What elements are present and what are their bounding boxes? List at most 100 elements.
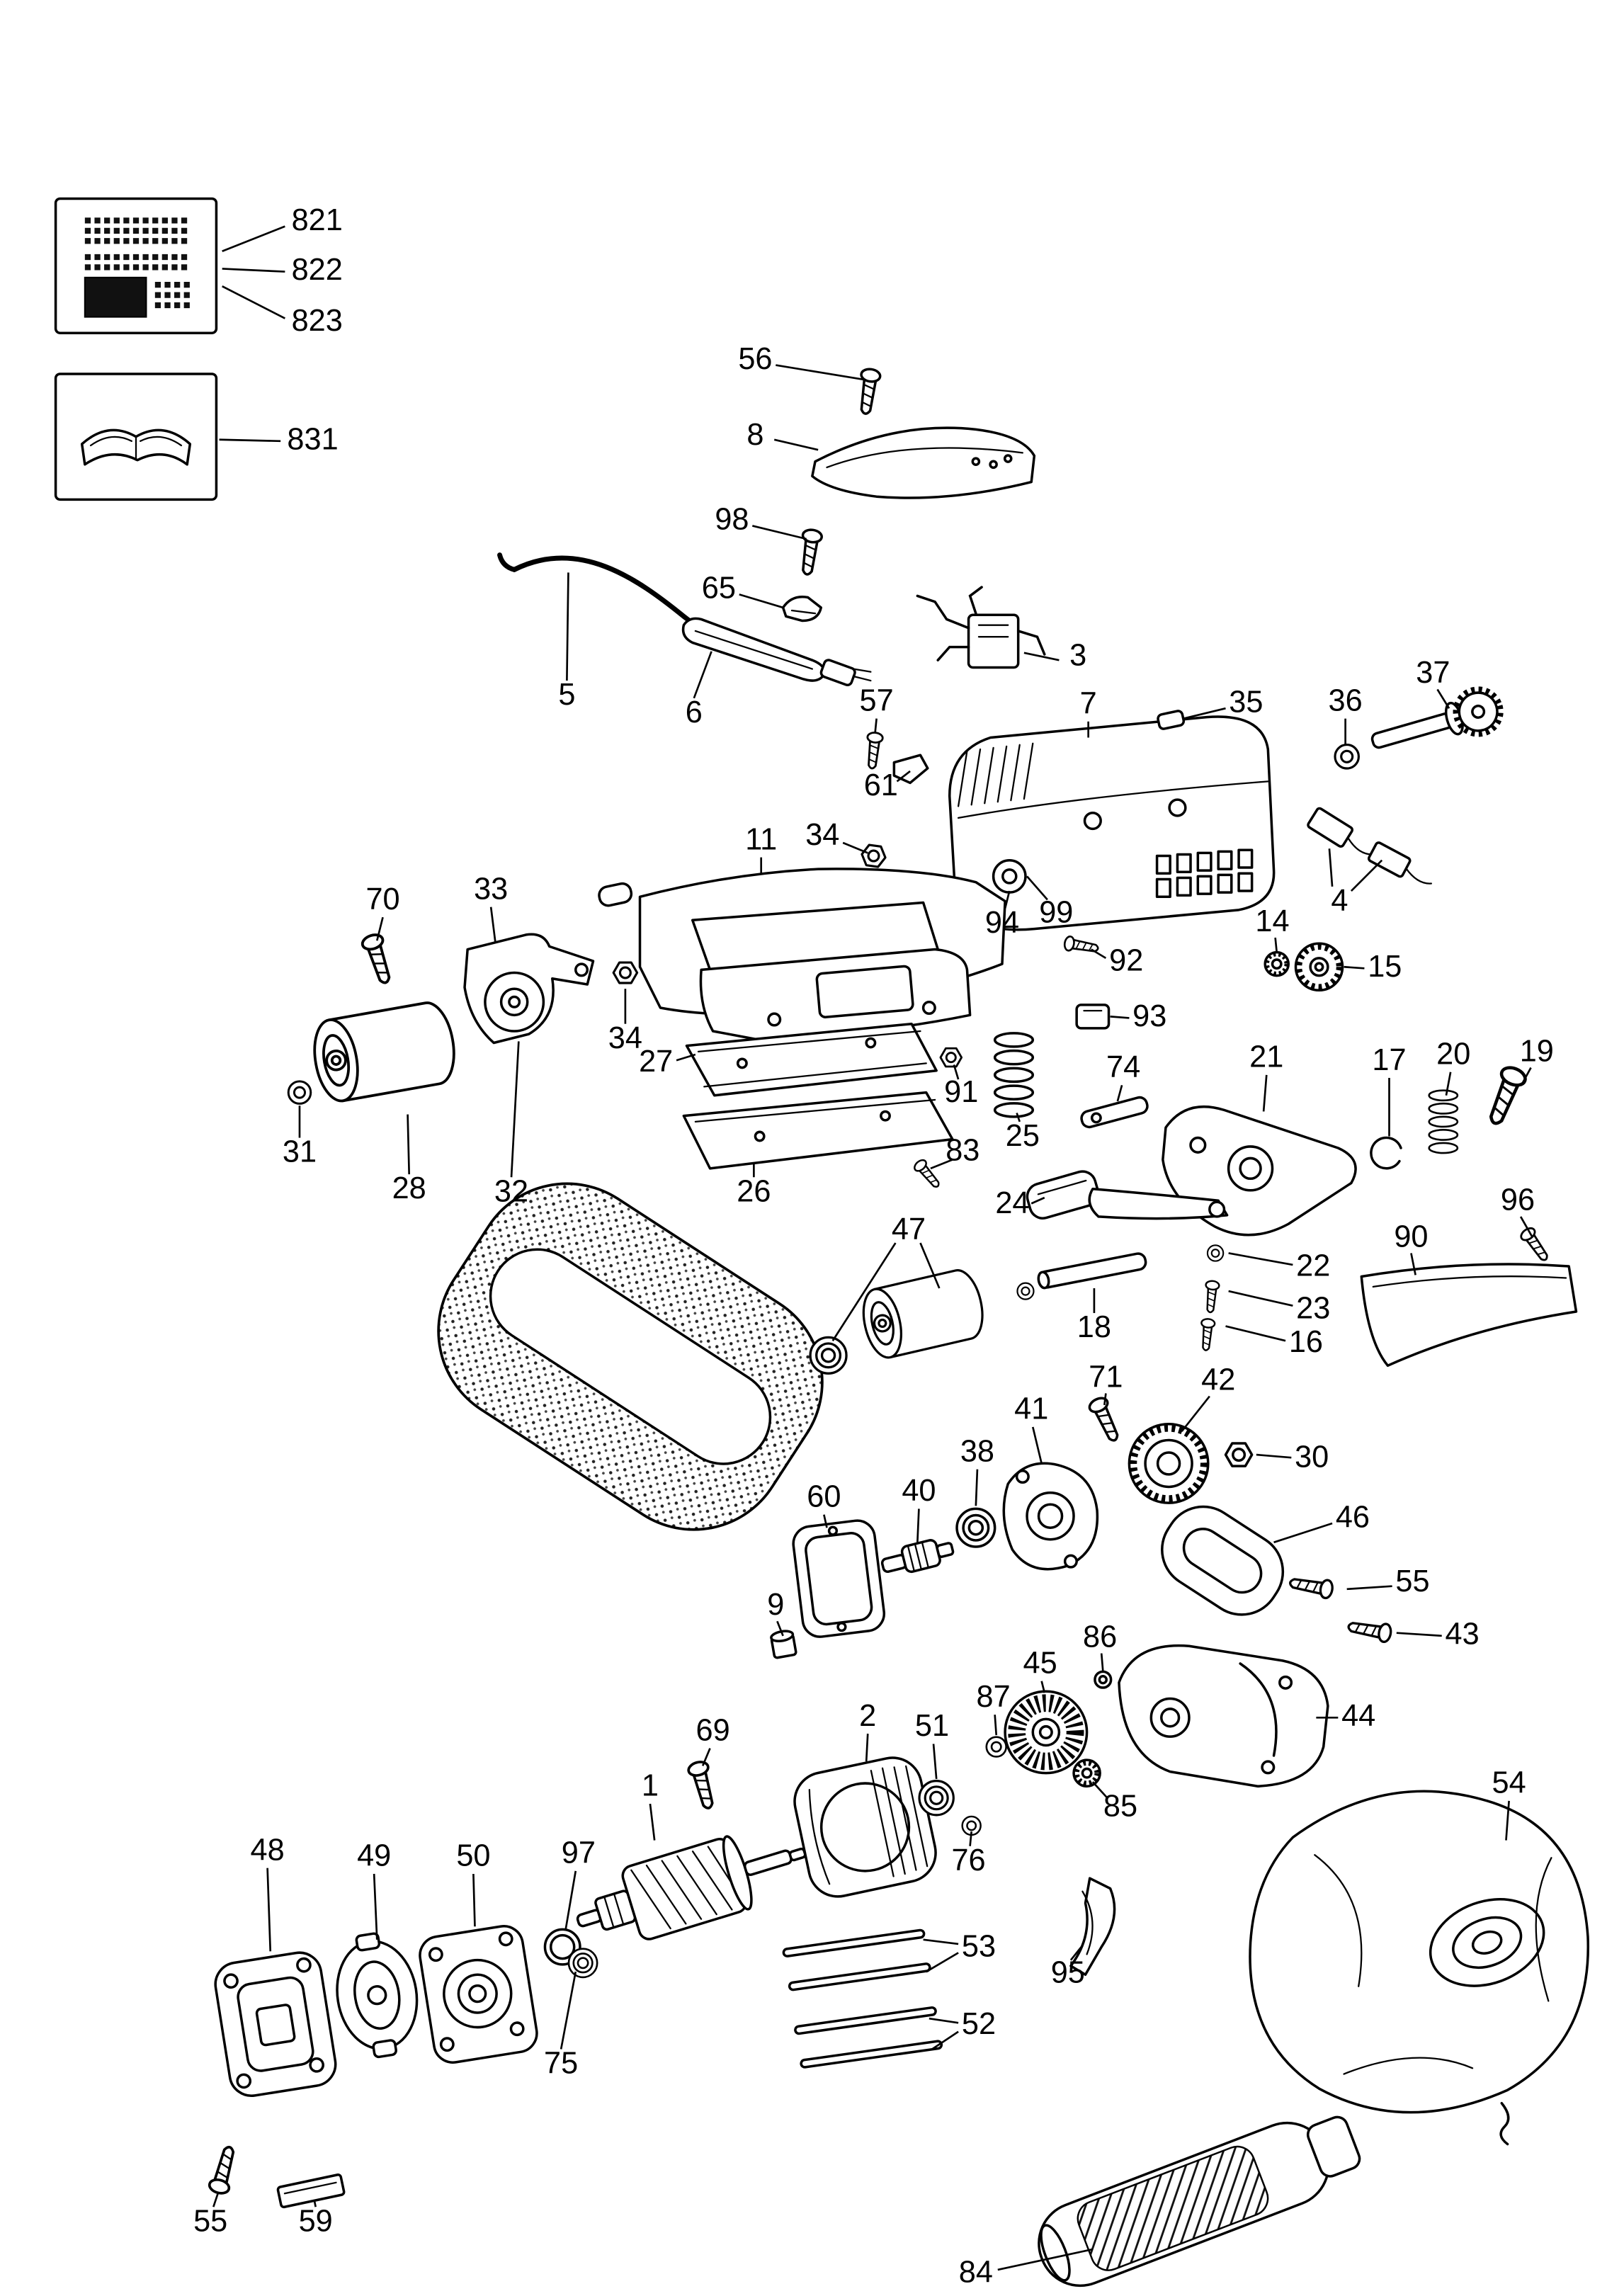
leader-line <box>969 1831 973 1846</box>
leader-line <box>1328 848 1334 887</box>
leader-line <box>1069 1945 1084 1961</box>
part-9-bushing <box>770 1630 797 1659</box>
part-label-23: 23 <box>1296 1291 1330 1325</box>
part-label-1: 1 <box>642 1769 659 1803</box>
part-label-60: 60 <box>807 1479 841 1513</box>
part-6-cord-guard <box>681 617 872 687</box>
part-label-30: 30 <box>1295 1440 1329 1474</box>
part-label-53: 53 <box>962 1930 996 1964</box>
part-43-screw <box>1346 1616 1394 1644</box>
leader-line <box>564 1870 577 1931</box>
part-95-flex-strip <box>1069 1877 1116 1977</box>
leader-line <box>1256 1453 1292 1459</box>
part-label-69: 69 <box>696 1713 730 1747</box>
part-label-34: 34 <box>805 818 839 852</box>
leader-line <box>1031 1426 1043 1464</box>
part-22-washer <box>1206 1244 1225 1262</box>
leader-line <box>739 593 784 609</box>
part-52-strips <box>794 2006 943 2069</box>
leader-line <box>375 916 384 941</box>
part-label-76: 76 <box>951 1843 985 1877</box>
part-label-46: 46 <box>1336 1500 1370 1534</box>
part-41-bearing-plate <box>1002 1462 1099 1571</box>
leader-line <box>472 1873 476 1927</box>
leader-line <box>1004 890 1011 909</box>
part-label-50: 50 <box>456 1839 490 1873</box>
leader-line <box>932 1744 938 1780</box>
leader-line <box>560 1971 577 2050</box>
part-45-crown-gear <box>1004 1690 1089 1775</box>
part-label-7: 7 <box>1080 687 1097 721</box>
part-47-roller-assembly <box>809 1265 1035 1375</box>
part-label-36: 36 <box>1329 683 1363 717</box>
part-51-bearing <box>918 1780 955 1817</box>
leader-line <box>566 572 569 681</box>
part-24-tracking-lever <box>1026 1170 1229 1220</box>
leader-line <box>929 2017 959 2024</box>
leader-line <box>1116 1084 1123 1102</box>
leader-line <box>1228 1290 1293 1307</box>
part-label-25: 25 <box>1006 1119 1040 1153</box>
leader-line <box>896 770 911 783</box>
part-label-35: 35 <box>1229 685 1263 719</box>
leader-line <box>222 268 285 273</box>
part-label-3: 3 <box>1069 638 1086 672</box>
leader-line <box>874 718 878 734</box>
part-label-822: 822 <box>292 253 343 287</box>
part-25-spring <box>993 1032 1035 1118</box>
part-49-baffle <box>336 1932 419 2059</box>
part-85-pinion <box>1072 1758 1101 1788</box>
leader-line <box>1100 1653 1104 1671</box>
leader-line <box>373 1873 378 1940</box>
leader-line <box>1344 965 1365 970</box>
part-label-20: 20 <box>1436 1038 1470 1072</box>
part-label-38: 38 <box>960 1434 994 1468</box>
leader-line <box>926 1952 959 1973</box>
leader-line <box>1103 1393 1107 1406</box>
part-label-52: 52 <box>962 2007 996 2041</box>
leader-line <box>407 1114 411 1175</box>
part-label-831: 831 <box>287 422 338 456</box>
part-60-gasket <box>792 1519 886 1638</box>
leader-line <box>701 1748 711 1766</box>
part-27-platen <box>685 1022 938 1097</box>
part-33-bracket <box>463 933 595 1045</box>
part-label-9: 9 <box>767 1588 784 1622</box>
manual-book-icon <box>54 373 218 501</box>
part-75-bearing <box>567 1948 598 1979</box>
part-label-31: 31 <box>283 1135 317 1169</box>
part-86-ring <box>1094 1670 1113 1689</box>
part-98-screw <box>796 527 824 577</box>
leader-line <box>1030 1196 1045 1205</box>
part-53-strips <box>782 1928 931 1991</box>
part-26-base-plate <box>682 1091 954 1170</box>
part-36-washer <box>1334 744 1360 770</box>
leader-line <box>1091 948 1107 960</box>
part-label-15: 15 <box>1368 950 1402 984</box>
part-label-55: 55 <box>193 2204 227 2238</box>
leader-line <box>1396 1632 1442 1637</box>
leader-line <box>1436 688 1450 709</box>
part-label-8: 8 <box>746 418 763 452</box>
part-label-27: 27 <box>639 1045 673 1079</box>
part-label-84: 84 <box>959 2256 993 2290</box>
leader-line <box>676 1053 696 1062</box>
part-label-19: 19 <box>1520 1034 1554 1068</box>
leader-line <box>776 1620 784 1637</box>
leader-line <box>919 1242 941 1289</box>
part-55-screw <box>1287 1572 1335 1601</box>
leader-line <box>1110 1016 1130 1019</box>
leader-line <box>1225 1325 1286 1342</box>
leader-line <box>1183 707 1226 720</box>
part-label-14: 14 <box>1255 904 1289 938</box>
artwork <box>54 197 1590 2288</box>
leader-line <box>1445 1072 1452 1096</box>
part-label-43: 43 <box>1446 1617 1480 1651</box>
part-8-cover-plate <box>811 426 1036 499</box>
part-label-92: 92 <box>1109 944 1143 978</box>
leader-line <box>1091 1781 1108 1799</box>
part-label-70: 70 <box>365 882 399 916</box>
